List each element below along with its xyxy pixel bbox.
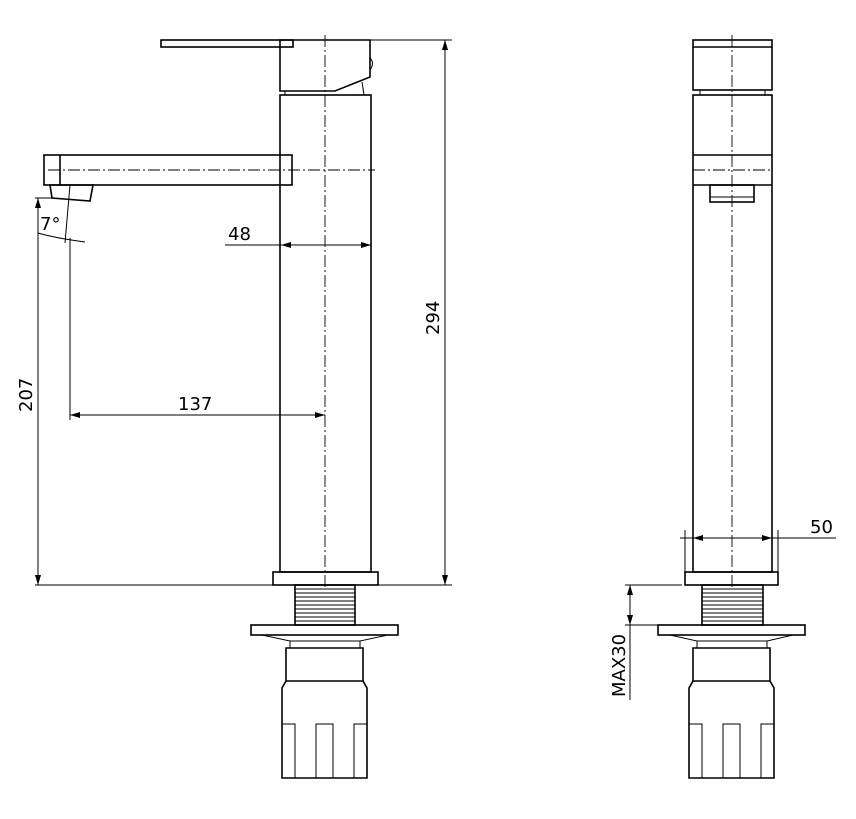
dimension-48: 48: [225, 224, 371, 248]
dimension-max30: MAX30: [609, 584, 702, 700]
handle-neck-side: [699, 90, 766, 95]
dimension-50: 50: [680, 517, 836, 572]
flange-taper: [261, 634, 389, 648]
aerator: [49, 184, 94, 202]
dimension-text-50: 50: [810, 517, 833, 538]
dimension-7-degree: 7°: [37, 184, 86, 244]
dimension-text-294: 294: [423, 301, 444, 335]
dimension-text-max30: MAX30: [609, 634, 630, 697]
mounting-nut: [281, 647, 368, 779]
handle-body: [279, 39, 371, 92]
thread-side: [701, 584, 764, 626]
flange-side: [657, 624, 806, 636]
side-view: 50 MAX30: [609, 35, 836, 779]
dimension-text-7deg: 7°: [40, 214, 60, 235]
base-ring-side: [684, 571, 779, 586]
flange-taper-side: [669, 634, 794, 648]
dimension-207: 207: [16, 197, 273, 586]
handle-lever: [160, 39, 294, 48]
handle-cap: [692, 39, 773, 91]
dimension-text-137: 137: [178, 394, 212, 415]
front-view: 294 207 137 48 7°: [16, 35, 452, 779]
thread: [294, 584, 356, 626]
nut-slots-side: [689, 723, 774, 778]
nut-slots: [282, 723, 367, 778]
flange: [250, 624, 399, 636]
dimension-text-207: 207: [16, 378, 37, 412]
body-column: [279, 94, 372, 573]
dimension-294: 294: [370, 39, 452, 586]
dimension-text-48: 48: [228, 224, 251, 245]
dimension-137: 137: [69, 238, 325, 420]
base-ring: [272, 571, 379, 586]
body-column-side: [692, 94, 773, 573]
mounting-nut-side: [688, 647, 775, 779]
handle-knob: [369, 57, 373, 71]
